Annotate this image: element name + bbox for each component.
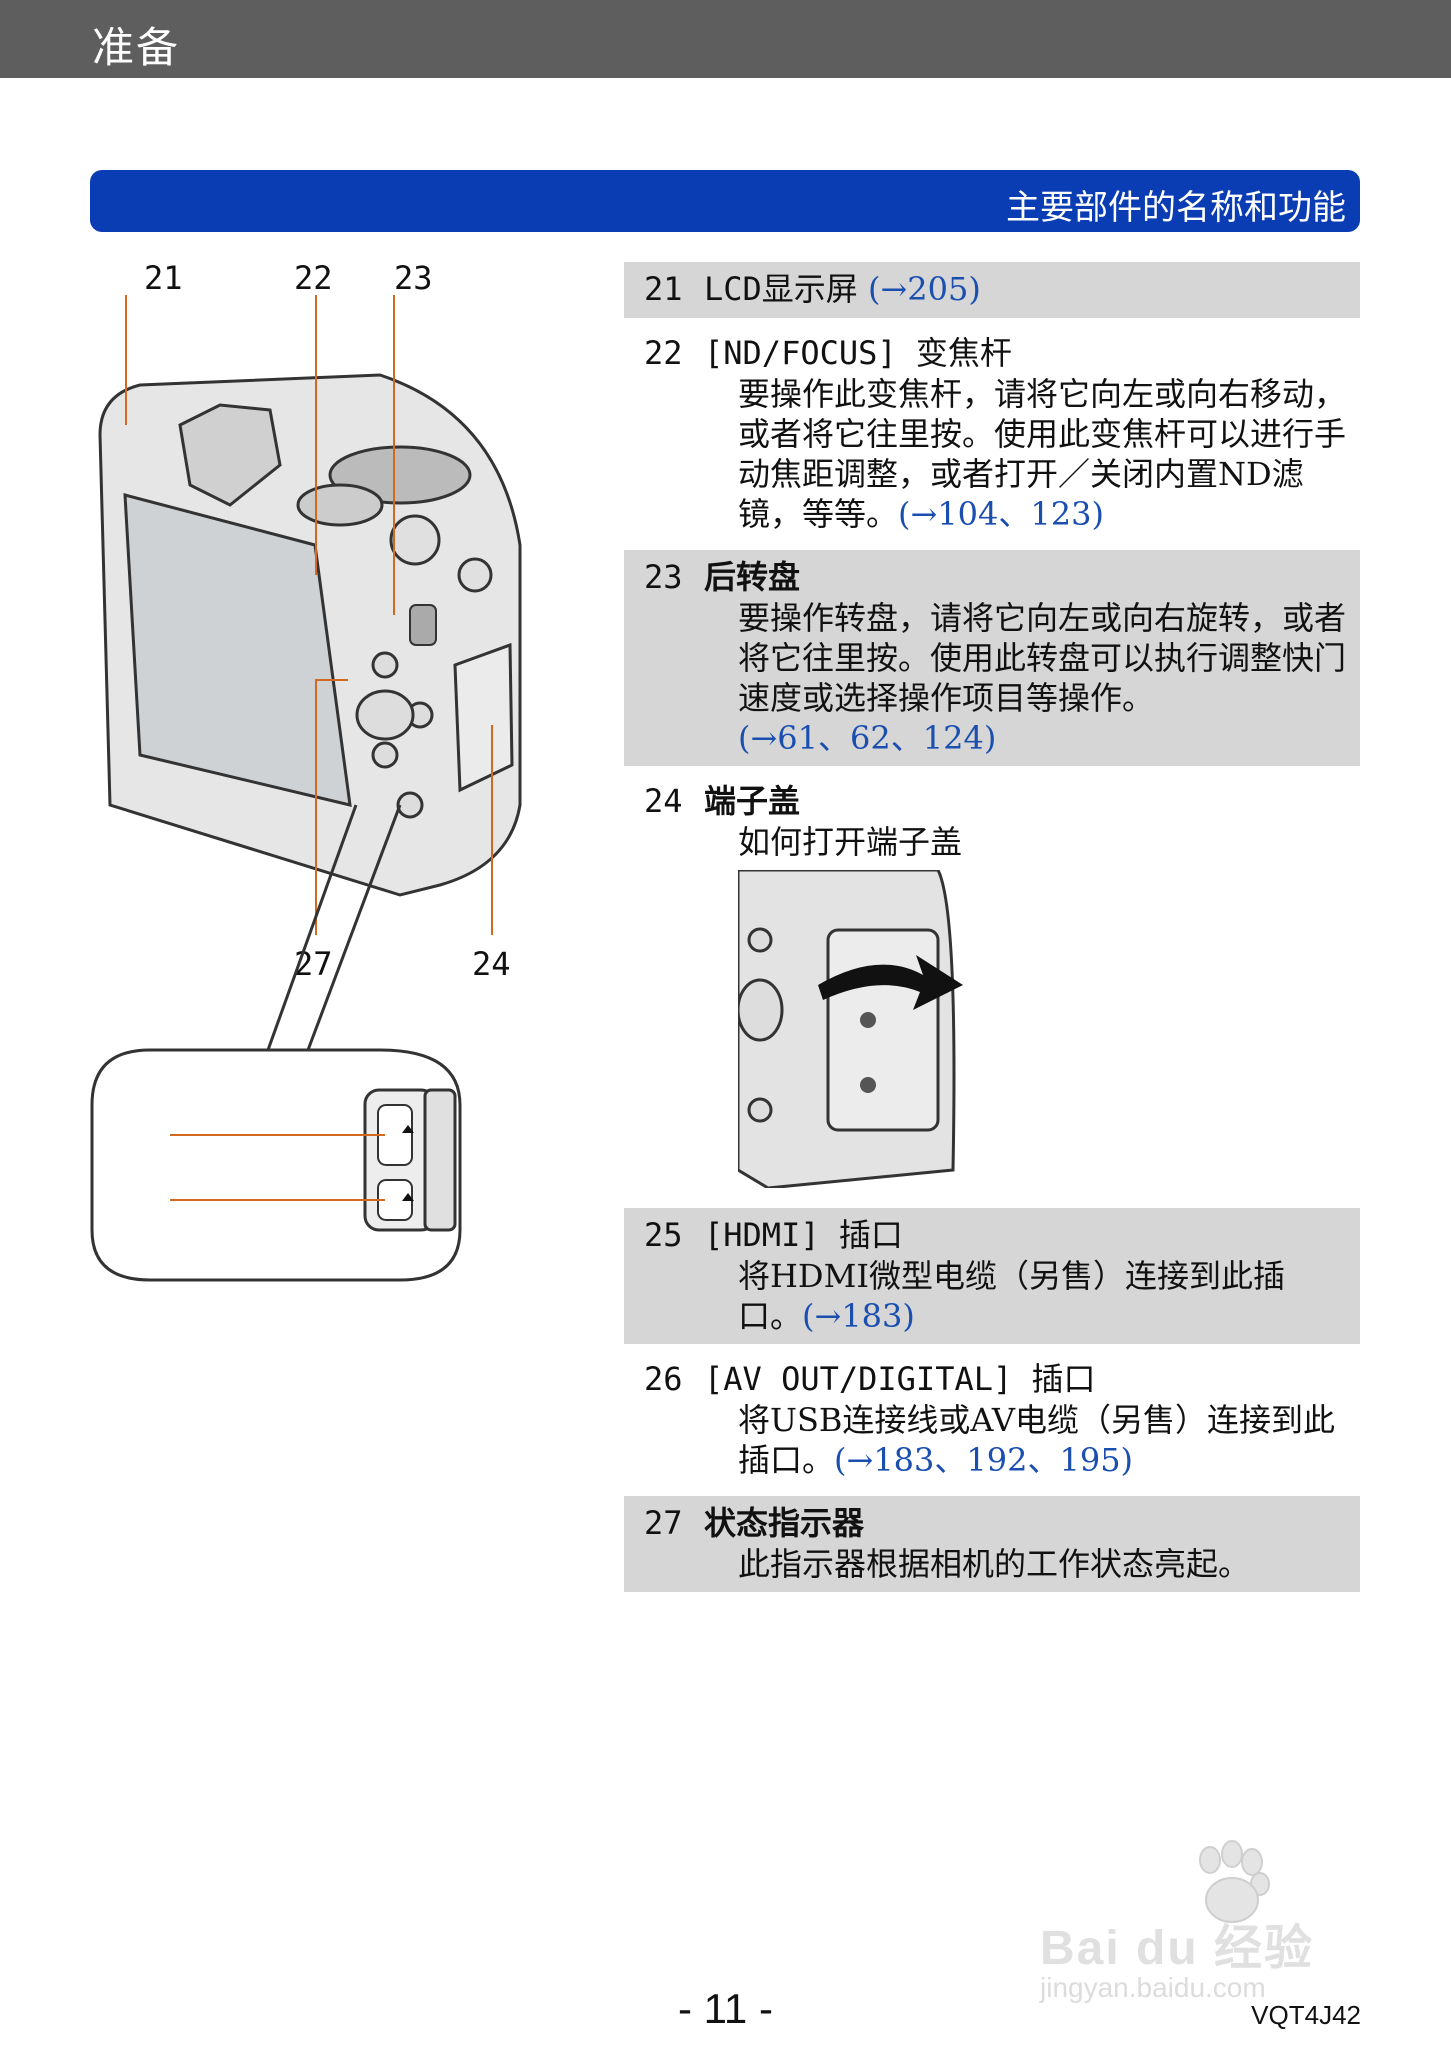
item-name: [AV OUT/DIGITAL] 插口 bbox=[704, 1360, 1096, 1398]
page-ref-link[interactable]: (→61、62、124) bbox=[738, 719, 997, 757]
item-number: 21 bbox=[644, 270, 683, 308]
watermark-brand: Bai du 经验 bbox=[1040, 1922, 1315, 1975]
item-name: [ND/FOCUS] 变焦杆 bbox=[704, 334, 1012, 372]
item-description: 此指示器根据相机的工作状态亮起。 bbox=[738, 1545, 1251, 1583]
list-item: 23 后转盘 要操作转盘，请将它向左或向右旋转，或者将它往里按。使用此转盘可以执行… bbox=[624, 550, 1360, 766]
chapter-title: 准备 bbox=[92, 23, 181, 72]
callout-23: 23 bbox=[394, 259, 433, 297]
camera-diagram: 21 22 23 27 24 25 26 bbox=[80, 245, 540, 1365]
callout-22: 22 bbox=[294, 259, 333, 297]
section-title: 主要部件的名称和功能 bbox=[1006, 188, 1346, 228]
baidu-paw-logo-icon bbox=[1199, 1840, 1270, 1923]
terminal-cover-illustration bbox=[736, 868, 963, 1190]
document-code: VQT4J42 bbox=[1251, 2000, 1361, 2030]
list-item: 25 [HDMI] 插口 将HDMI微型电缆（另售）连接到此插口。(→183) bbox=[624, 1208, 1360, 1344]
page-number: - 11 - bbox=[678, 1985, 773, 2032]
section-banner: 主要部件的名称和功能 bbox=[90, 170, 1360, 232]
baidu-watermark: Bai du 经验 jingyan.baidu.com bbox=[1020, 1840, 1380, 2010]
list-item: 22 [ND/FOCUS] 变焦杆 要操作此变焦杆，请将它向左或向右移动，或者将它… bbox=[624, 326, 1360, 542]
watermark-url: jingyan.baidu.com bbox=[1040, 1972, 1266, 2003]
list-item: 26 [AV OUT/DIGITAL] 插口 将USB连接线或AV电缆（另售）连接… bbox=[624, 1352, 1360, 1488]
item-name: 后转盘 bbox=[704, 558, 801, 596]
list-item: 24 端子盖 如何打开端子盖 bbox=[624, 774, 1360, 1200]
page-ref-link[interactable]: (→104、123) bbox=[898, 495, 1104, 533]
list-item: 27 状态指示器 此指示器根据相机的工作状态亮起。 bbox=[624, 1496, 1360, 1592]
callout-24: 24 bbox=[472, 945, 511, 983]
item-number: 23 bbox=[644, 558, 683, 596]
item-name: 状态指示器 bbox=[704, 1504, 865, 1542]
header-bar: 准备 bbox=[0, 0, 1451, 78]
item-name: LCD显示屏 bbox=[704, 270, 858, 308]
page-ref-link[interactable]: (→183) bbox=[802, 1297, 915, 1335]
page-ref-link[interactable]: (→183、192、195) bbox=[834, 1441, 1134, 1479]
camera-illustration bbox=[90, 295, 522, 1282]
item-number: 27 bbox=[644, 1504, 683, 1542]
item-number: 22 bbox=[644, 334, 683, 372]
item-name: [HDMI] 插口 bbox=[704, 1216, 903, 1254]
page-ref-link[interactable]: (→205) bbox=[867, 270, 981, 308]
item-description: 要操作转盘，请将它向左或向右旋转，或者将它往里按。使用此转盘可以执行调整快门速度… bbox=[738, 599, 1347, 717]
item-description: 将HDMI微型电缆（另售）连接到此插口。 bbox=[738, 1257, 1285, 1335]
list-item: 21 LCD显示屏 (→205) bbox=[624, 262, 1360, 318]
item-number: 25 bbox=[644, 1216, 683, 1254]
item-description: 将USB连接线或AV电缆（另售）连接到此插口。 bbox=[738, 1401, 1336, 1479]
item-description: 要操作此变焦杆，请将它向左或向右移动，或者将它往里按。使用此变焦杆可以进行手动焦… bbox=[738, 375, 1347, 533]
open-arrow-icon bbox=[818, 955, 963, 1010]
callout-21: 21 bbox=[144, 259, 183, 297]
item-name: 端子盖 bbox=[704, 782, 801, 820]
item-description: 如何打开端子盖 bbox=[738, 823, 963, 861]
item-number: 24 bbox=[644, 782, 683, 820]
item-number: 26 bbox=[644, 1360, 683, 1398]
parts-list: 21 LCD显示屏 (→205) 22 [ND/FOCUS] 变焦杆 要操作此变焦杆… bbox=[624, 262, 1360, 1600]
